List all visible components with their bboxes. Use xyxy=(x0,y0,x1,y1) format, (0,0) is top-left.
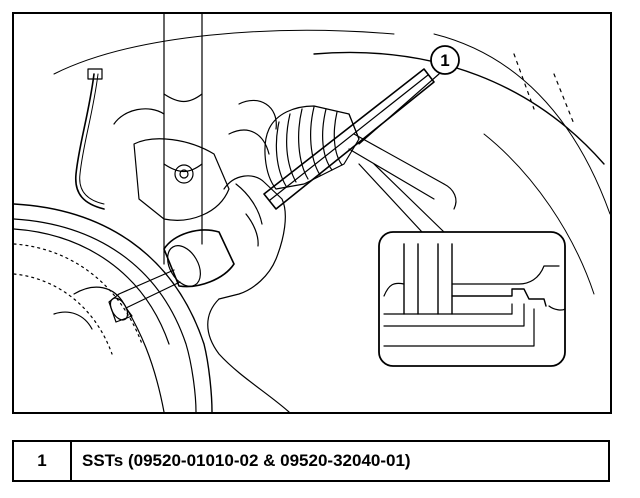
brake-disc xyxy=(14,203,213,412)
parts-legend-table: 1 SSTs (09520-01010-02 & 09520-32040-01) xyxy=(12,440,610,482)
legend-description: SSTs (09520-01010-02 & 09520-32040-01) xyxy=(70,440,610,482)
slide-hammer xyxy=(108,229,235,323)
callout-marker xyxy=(430,45,460,75)
callout-leader xyxy=(358,73,440,145)
drive-shaft xyxy=(348,133,457,210)
legend-row: 1 SSTs (09520-01010-02 & 09520-32040-01) xyxy=(12,440,610,482)
hand-lower xyxy=(53,286,290,412)
brake-hose xyxy=(75,68,105,210)
sst-tool-bar xyxy=(263,68,435,210)
inset-detail xyxy=(378,231,566,367)
wheel-well-outline xyxy=(53,29,610,295)
steering-knuckle xyxy=(113,99,277,221)
service-illustration: 1 xyxy=(14,14,610,412)
illustration-frame: 1 xyxy=(12,12,612,414)
drive-shaft-boot xyxy=(264,105,360,190)
hand-upper xyxy=(218,175,286,300)
inset-leader-lines xyxy=(358,163,445,233)
legend-number: 1 xyxy=(12,440,72,482)
callout-number: 1 xyxy=(440,51,449,70)
